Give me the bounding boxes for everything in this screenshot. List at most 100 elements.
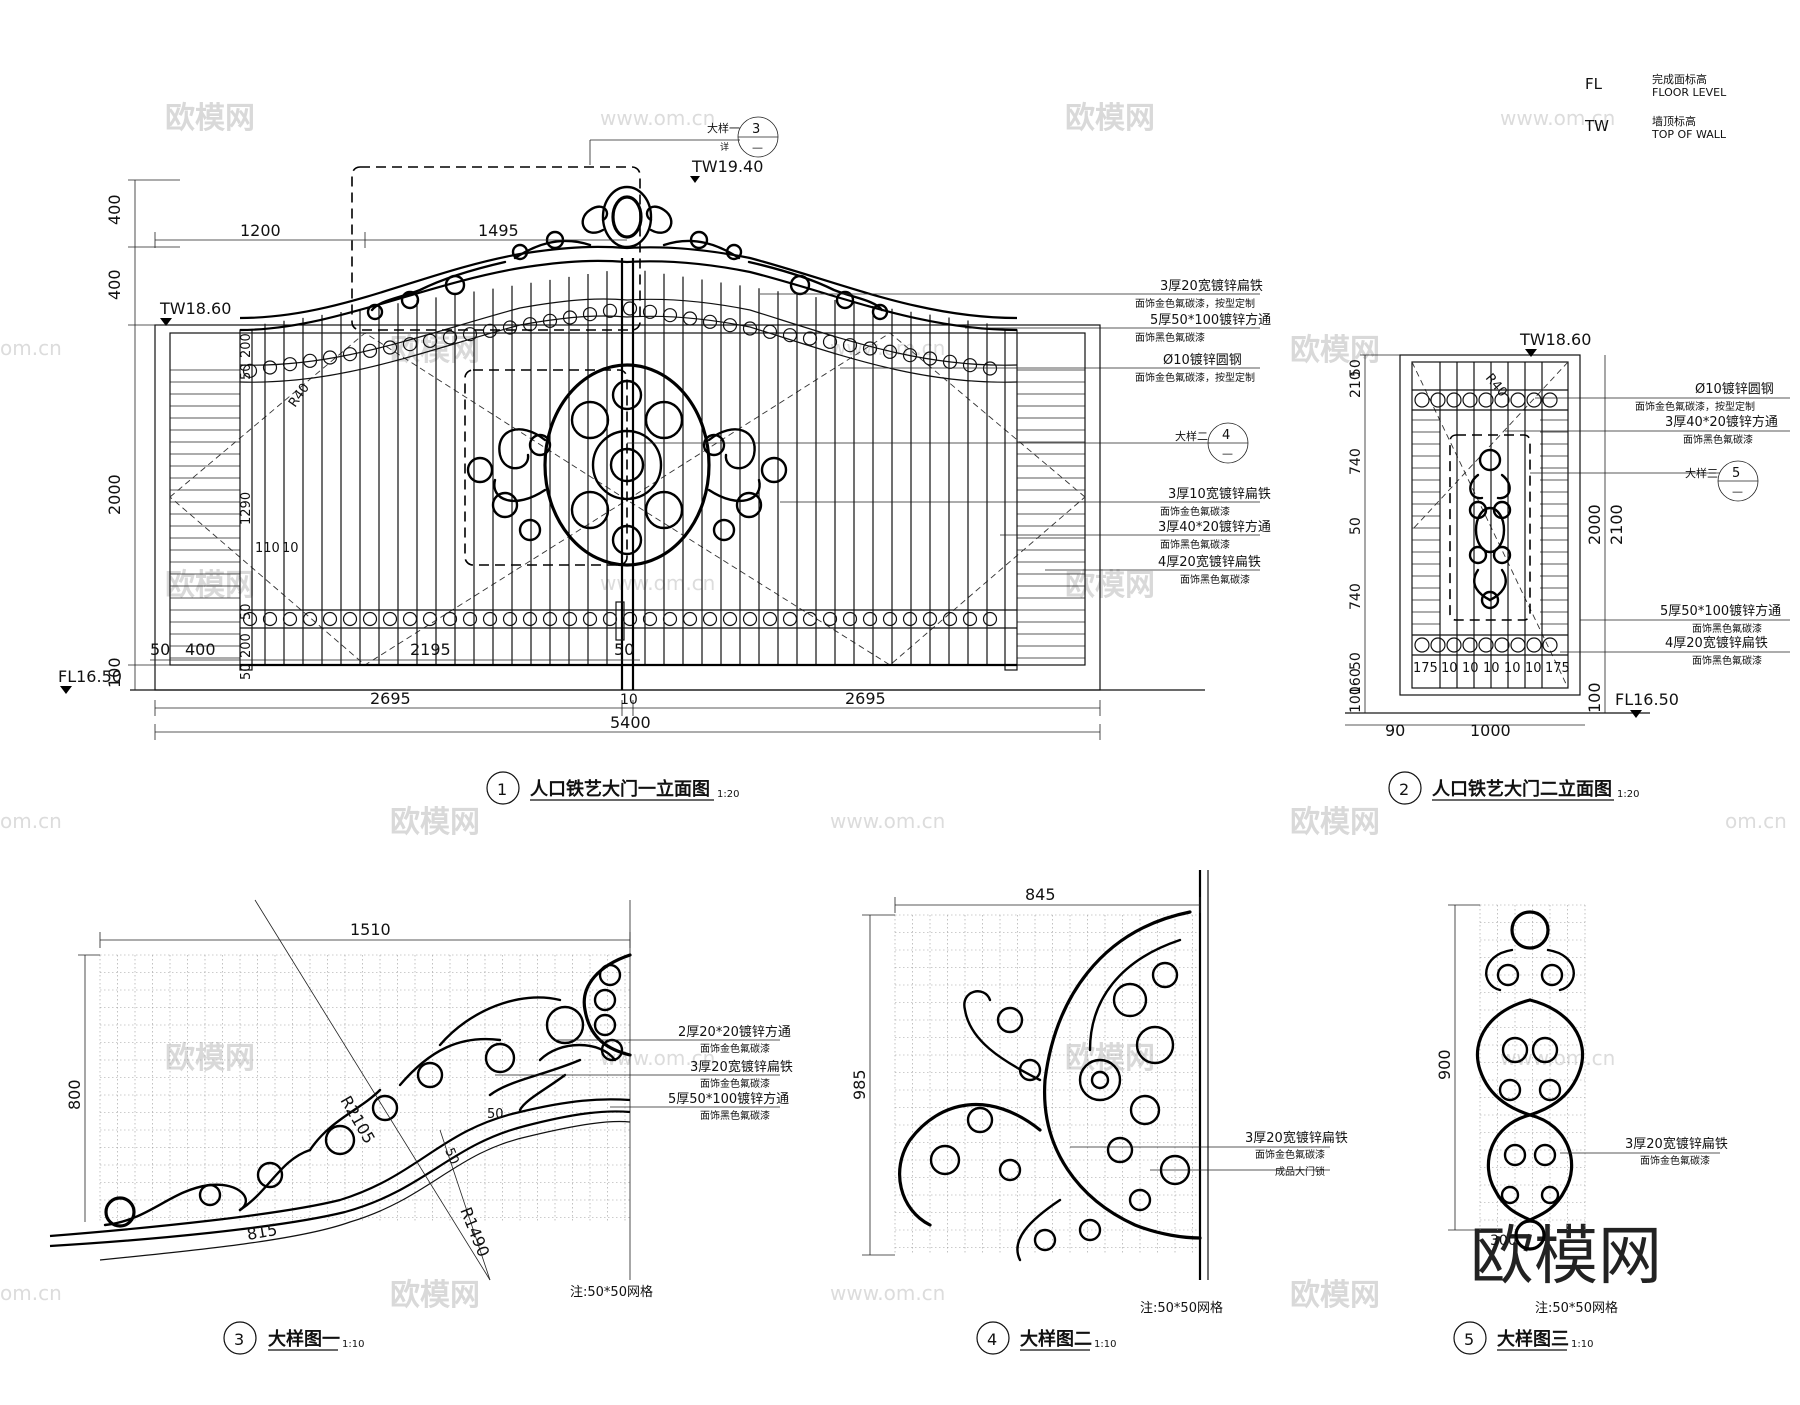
ring <box>902 348 918 363</box>
ring <box>522 611 538 627</box>
ring <box>482 611 498 627</box>
view1-dims-bottom: 50 400 2195 50 2695 10 2695 5400 <box>150 640 1101 740</box>
view4-notes: 3厚20宽镀锌扁铁 面饰金色氟碳漆 成品大门锁 注:50*50网格 <box>1070 1130 1348 1316</box>
view-scale: 1:10 <box>342 1339 364 1350</box>
view5-notes: 3厚20宽镀锌扁铁 面饰金色氟碳漆 注:50*50网格 <box>1535 1136 1728 1316</box>
ring <box>962 611 978 627</box>
dim: 100 <box>1585 682 1604 713</box>
dim: 2695 <box>370 689 411 708</box>
view-title: 大样图一 <box>268 1328 340 1350</box>
ring <box>622 611 638 627</box>
watermark: 欧模网 <box>1290 1278 1380 1313</box>
dim: 110 <box>255 541 280 556</box>
dim: 2100 <box>1607 504 1626 545</box>
dim: 50 <box>487 1107 504 1122</box>
ring <box>382 340 398 355</box>
callout-label: 详 <box>720 141 729 153</box>
dim: 175 <box>1545 661 1570 676</box>
brace-dash <box>1411 361 1569 531</box>
note-sub: 面饰金色氟碳漆 <box>1255 1148 1325 1161</box>
dim: 50 <box>239 363 254 380</box>
view-number: 1 <box>497 780 507 799</box>
panel-ornament <box>1468 448 1512 610</box>
top-rail <box>239 259 1018 332</box>
note-sub: 面饰金色氟碳漆，按型定制 <box>1135 371 1255 384</box>
note-main: 4厚20宽镀锌扁铁 <box>1158 554 1261 570</box>
watermark: om.cn <box>0 1281 62 1305</box>
dim: 10 <box>282 541 299 556</box>
curved-rail <box>49 1110 631 1248</box>
top-rail-outer <box>239 245 1018 320</box>
watermark: 欧模网 <box>1290 333 1380 368</box>
level-label: TW18.60 <box>159 299 231 318</box>
watermark: 欧模网 <box>165 1041 255 1076</box>
ring <box>1542 392 1558 408</box>
detail-box-3 <box>1449 434 1531 621</box>
ring <box>322 611 338 627</box>
note-sub: 面饰金色氟碳漆，按型定制 <box>1135 297 1255 310</box>
ring <box>482 323 498 338</box>
view4-detail-two: 845 985 3厚20宽镀锌扁铁 面饰金色氟碳漆 成品大门锁 注:50*50网… <box>850 870 1348 1355</box>
watermark: www.om.cn <box>600 571 715 595</box>
note-main: 3厚20宽镀锌扁铁 <box>690 1059 793 1075</box>
ring <box>1542 637 1558 653</box>
ring <box>662 611 678 627</box>
ring <box>242 611 258 627</box>
crest-ornament <box>366 185 889 321</box>
level-marker <box>60 686 72 694</box>
watermark-large: 欧模网 <box>1470 1220 1662 1294</box>
dim: 210 <box>1348 371 1364 398</box>
ring <box>362 611 378 627</box>
ring <box>562 310 578 325</box>
radius-line <box>254 899 491 1281</box>
dim: R40 <box>1482 371 1510 400</box>
ring <box>1494 392 1510 408</box>
ring <box>742 321 758 336</box>
view1-title: 1 人口铁艺大门一立面图 1:20 <box>486 771 739 805</box>
note-sub: 面饰金色氟碳漆，按型定制 <box>1635 400 1755 413</box>
grid-note: 注:50*50网格 <box>1140 1300 1223 1316</box>
fan-ornament <box>898 910 1202 1262</box>
ring <box>502 320 518 335</box>
note-main: 3厚10宽镀锌扁铁 <box>1168 486 1271 502</box>
legend-code: TW <box>1584 117 1609 135</box>
dim: 2000 <box>105 474 124 515</box>
gate-inner <box>1411 361 1569 689</box>
ring <box>822 334 838 349</box>
dim: 100 <box>1348 686 1364 713</box>
wall-outline <box>154 324 1101 691</box>
ring <box>602 303 618 318</box>
ring <box>342 611 358 627</box>
view-title: 大样图三 <box>1497 1328 1569 1350</box>
ring <box>582 611 598 627</box>
note-main: 4厚20宽镀锌扁铁 <box>1665 635 1768 651</box>
ring <box>502 611 518 627</box>
watermark: www.om.cn <box>1500 106 1615 130</box>
view2-title: 2 人口铁艺大门二立面图 1:20 <box>1388 771 1639 805</box>
view-number: 5 <box>1464 1330 1474 1349</box>
callout-number: 4 <box>1222 428 1230 443</box>
ring <box>622 301 638 316</box>
dim: 5400 <box>610 713 651 732</box>
ring <box>1526 392 1542 408</box>
ring <box>1478 392 1494 408</box>
ring <box>302 611 318 627</box>
ring <box>922 351 938 366</box>
dim: 800 <box>65 1079 84 1110</box>
note-sub: 面饰黑色氟碳漆 <box>1180 573 1250 586</box>
dim: 400 <box>105 194 124 225</box>
ring <box>582 307 598 322</box>
dim: R1490 <box>456 1204 493 1259</box>
grid-50 <box>894 914 1200 1255</box>
legend: FL 完成面标高 FLOOR LEVEL TW 墙顶标高 TOP OF WALL <box>1584 72 1727 141</box>
dim: 175 <box>1413 661 1438 676</box>
view2-dims-bottom: 90 1000 175 10 10 10 10 10 175 <box>1345 661 1585 740</box>
callout-label: 大样三 <box>1685 466 1718 480</box>
level-marker <box>1525 349 1537 357</box>
ring <box>922 611 938 627</box>
ring <box>1462 392 1478 408</box>
dim: 845 <box>1025 885 1056 904</box>
ring <box>702 611 718 627</box>
dim: 10 <box>1441 661 1458 676</box>
